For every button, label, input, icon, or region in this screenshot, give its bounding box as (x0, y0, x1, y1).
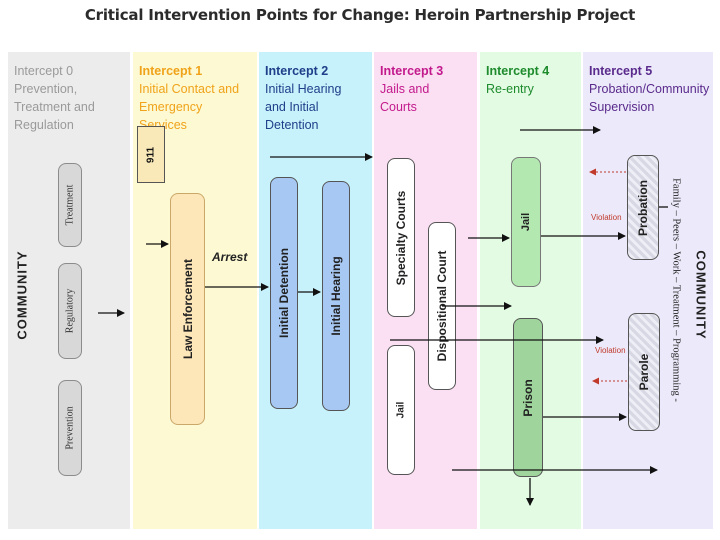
jail-court-box: Jail (387, 345, 415, 475)
arrest-label: Arrest (212, 250, 248, 264)
intercept-3-subtitle: Jails and Courts (380, 82, 430, 114)
intercept-5-heading: Intercept 5 (589, 64, 653, 78)
specialty-courts-box: Specialty Courts (387, 158, 415, 317)
initial-detention-box: Initial Detention (270, 177, 298, 409)
probation-box: Probation (627, 155, 659, 260)
violation-label-2: Violation (595, 346, 626, 355)
parole-box: Parole (628, 313, 660, 431)
law-enforcement-box: Law Enforcement (170, 193, 205, 425)
intercept-0-heading: Intercept 0 (14, 64, 74, 78)
jail-reentry-box: Jail (511, 157, 541, 287)
intercept-2-subtitle: Initial Hearing and Initial Detention (265, 82, 342, 132)
violation-label-1: Violation (591, 213, 622, 222)
page-title: Critical Intervention Points for Change:… (84, 6, 636, 24)
intercept-5-subtitle: Probation/Community Supervision (589, 82, 710, 114)
intercept-0-subtitle: Prevention, Treatment and Regulation (14, 82, 95, 132)
prevention-box: Prevention (58, 380, 82, 476)
intercept-5-column: Intercept 5 Probation/Community Supervis… (583, 52, 713, 529)
treatment-box: Treatment (58, 163, 82, 247)
initial-hearing-box: Initial Hearing (322, 181, 350, 411)
prison-box: Prison (513, 318, 543, 477)
regulatory-box: Regulatory (58, 263, 82, 359)
intercept-4-subtitle: Re-entry (486, 82, 534, 96)
intercept-3-heading: Intercept 3 (380, 64, 444, 78)
intercept-4-heading: Intercept 4 (486, 64, 550, 78)
intercept-2-heading: Intercept 2 (265, 64, 329, 78)
intercept-1-heading: Intercept 1 (139, 64, 203, 78)
box-911: 911 (137, 126, 165, 183)
